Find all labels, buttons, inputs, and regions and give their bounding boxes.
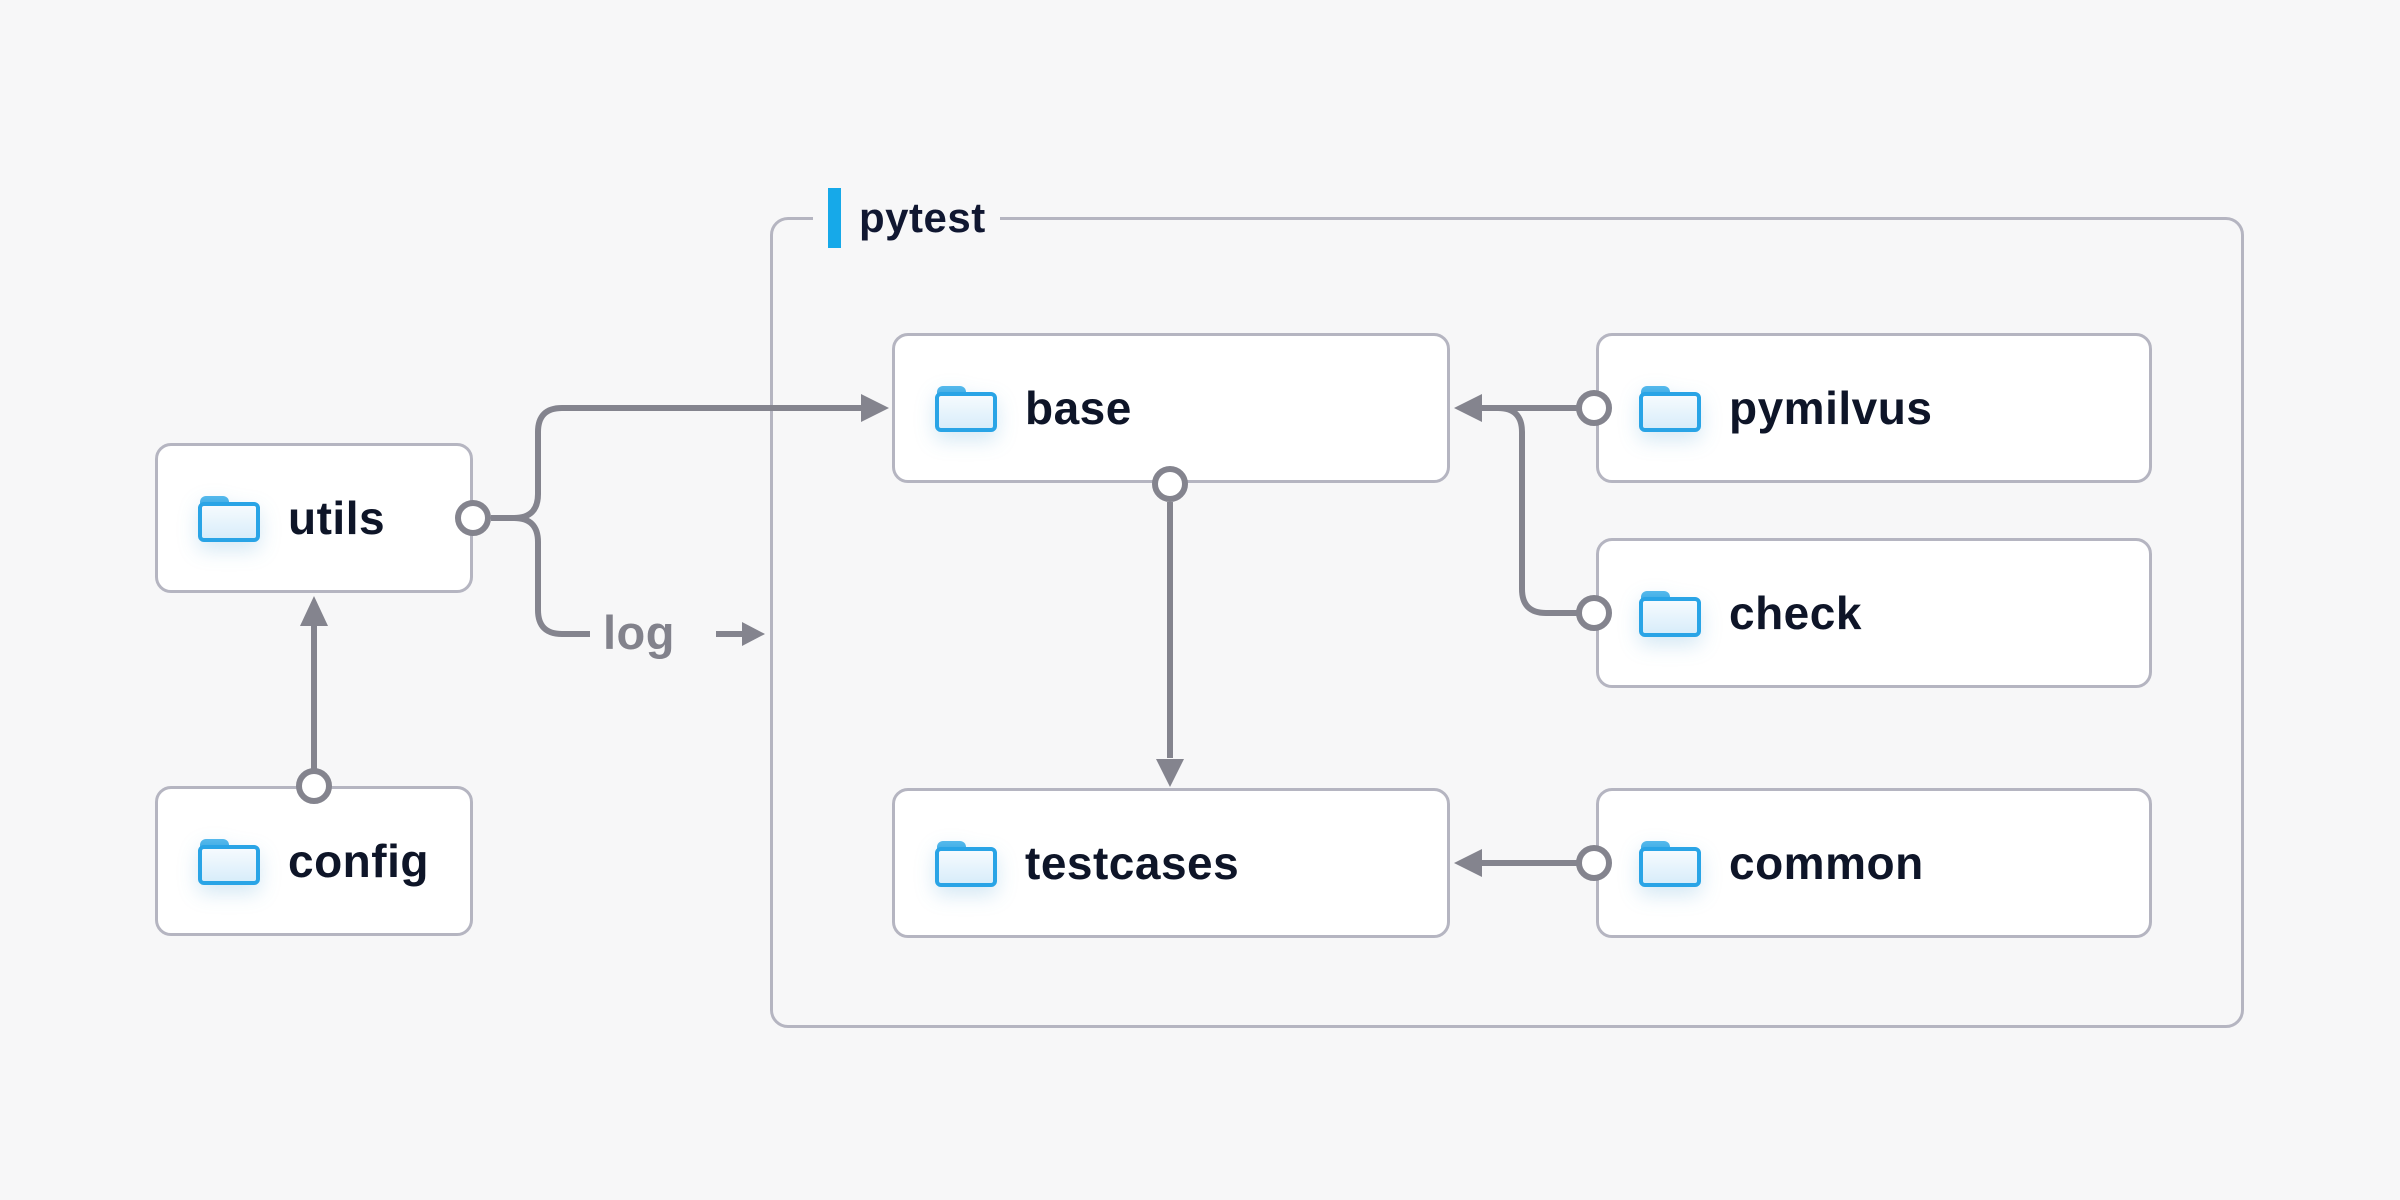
folder-icon (935, 841, 997, 887)
group-label: pytest (813, 187, 1000, 249)
node-label: common (1729, 837, 1924, 889)
node-label: utils (288, 492, 386, 544)
folder-icon (198, 839, 260, 885)
group-box-pytest: pytest (770, 187, 2244, 1028)
node-utils: utils (155, 443, 473, 593)
group-accent-bar (828, 188, 841, 248)
group-title: pytest (859, 194, 986, 241)
node-testcases: testcases (892, 788, 1450, 938)
node-label: base (1025, 382, 1132, 434)
node-label: testcases (1025, 837, 1240, 889)
node-common: common (1596, 788, 2152, 938)
edge-label-log: log (603, 606, 675, 659)
folder-icon (198, 496, 260, 542)
edge-config-utils (296, 596, 332, 804)
node-label: pymilvus (1729, 382, 1933, 434)
node-config: config (155, 786, 473, 936)
folder-icon (1639, 841, 1701, 887)
folder-icon (1639, 591, 1701, 637)
node-check: check (1596, 538, 2152, 688)
folder-icon (935, 386, 997, 432)
node-pymilvus: pymilvus (1596, 333, 2152, 483)
node-label: config (288, 835, 429, 887)
folder-icon (1639, 386, 1701, 432)
node-label: check (1729, 587, 1862, 639)
node-base: base (892, 333, 1450, 483)
